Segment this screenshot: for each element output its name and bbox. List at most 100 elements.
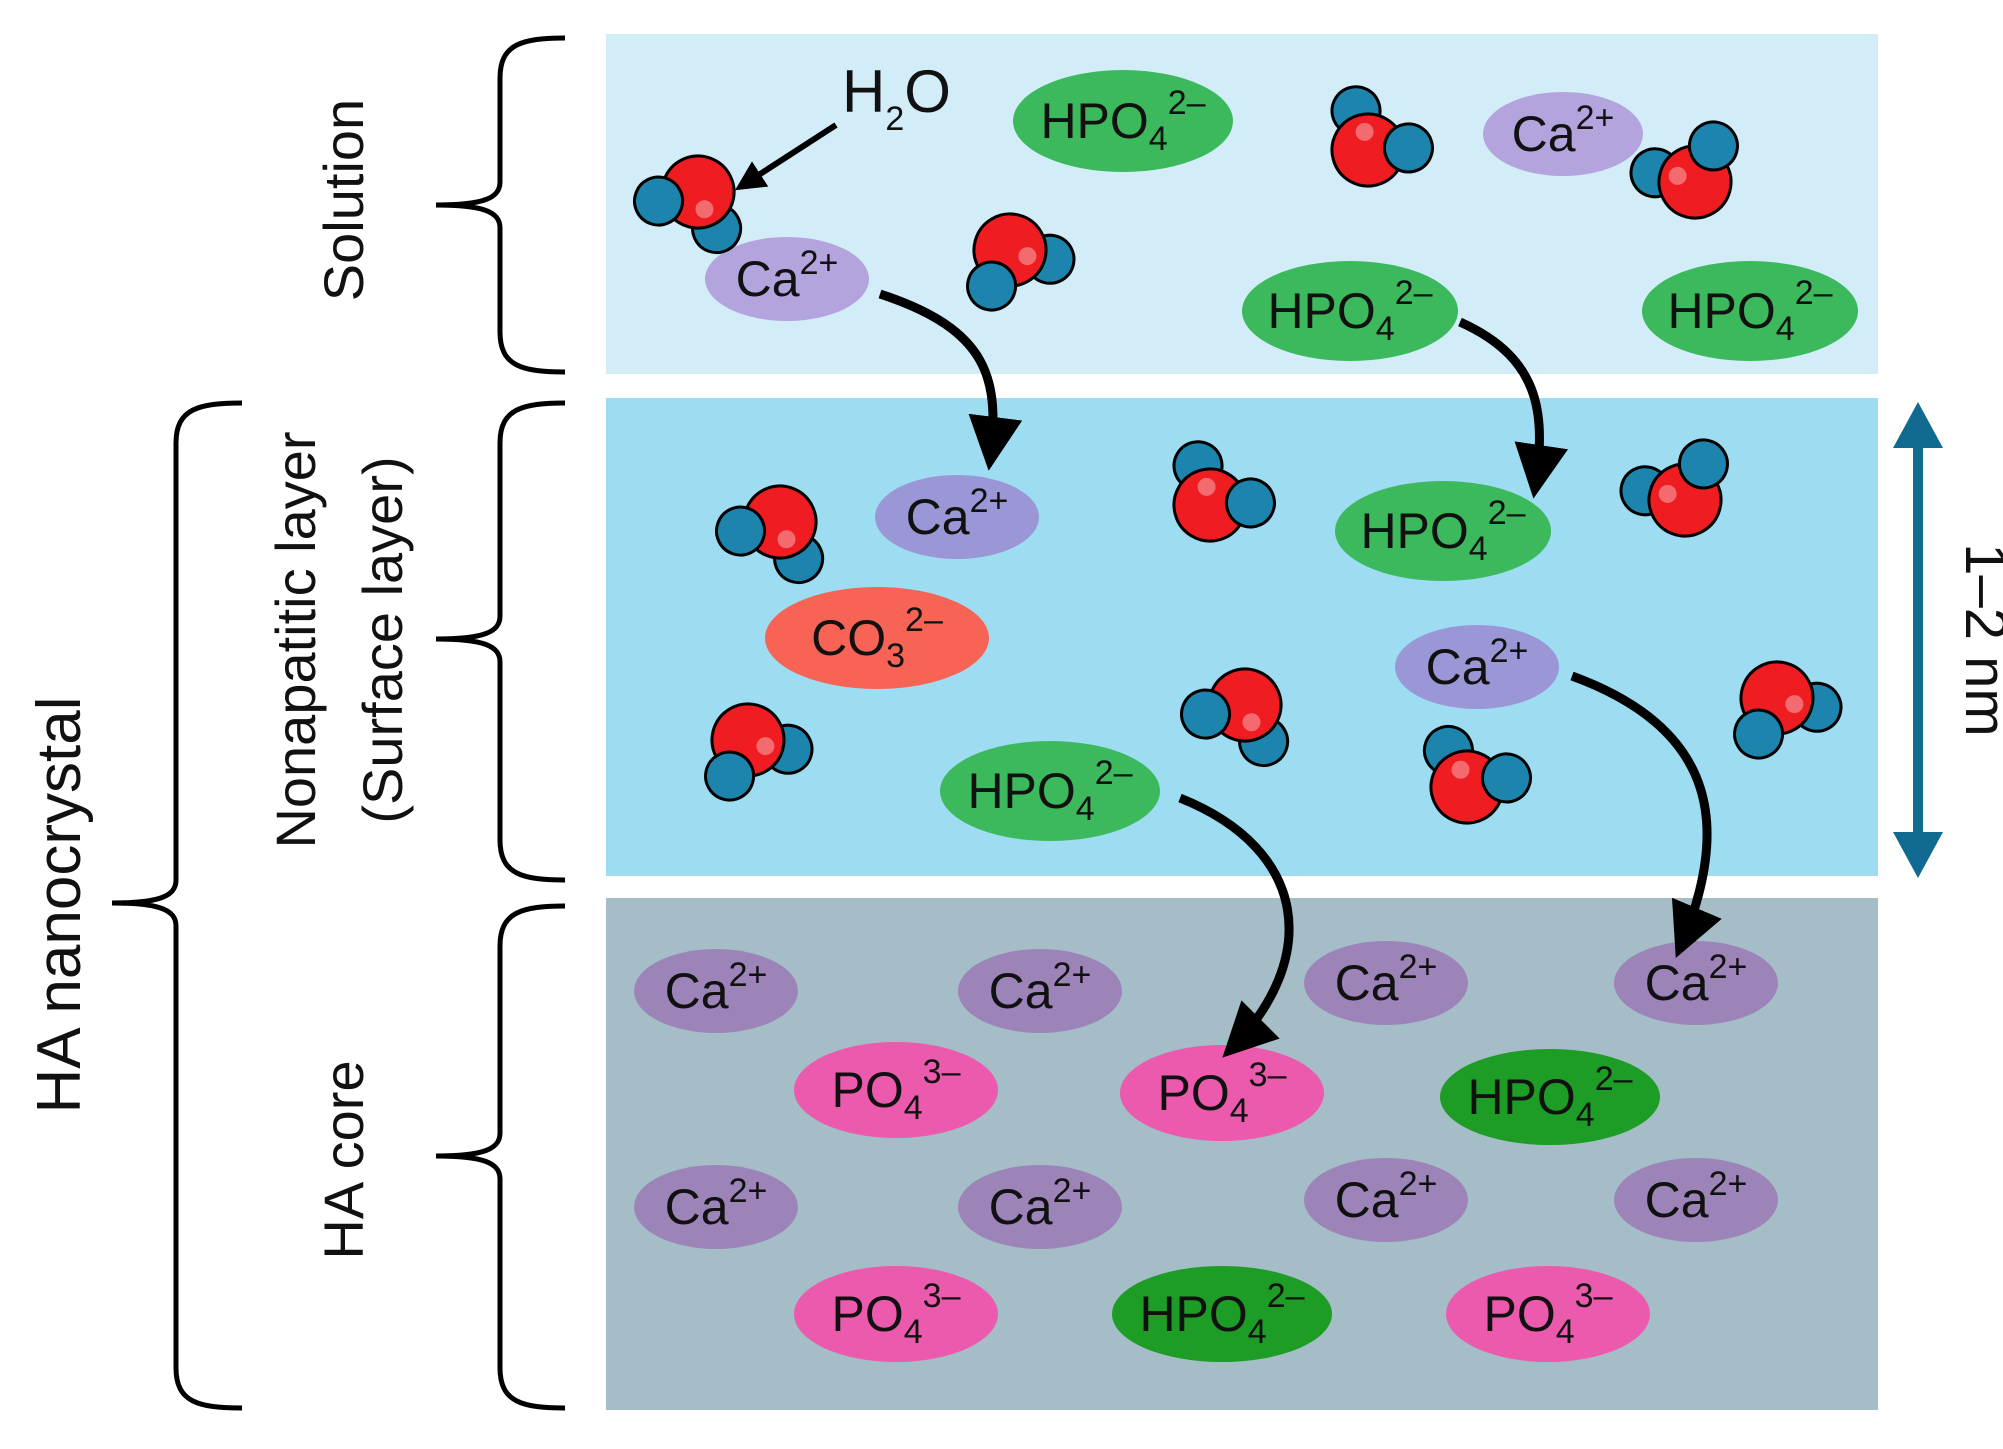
hpo4-ion: HPO42– xyxy=(1440,1049,1660,1145)
po4-ion: PO43– xyxy=(1120,1045,1324,1141)
ca-ion-label: Ca2+ xyxy=(1426,632,1529,695)
water-molecule xyxy=(1733,660,1843,760)
highlight xyxy=(777,530,796,549)
hydrogen-atom xyxy=(715,505,767,557)
highlight xyxy=(756,737,775,756)
ca-ion: Ca2+ xyxy=(958,1165,1122,1249)
highlight xyxy=(1451,760,1470,779)
hpo4-ion: HPO42– xyxy=(940,741,1160,841)
highlight xyxy=(695,200,714,219)
highlight xyxy=(1668,166,1687,185)
ca-ion-shape xyxy=(958,949,1122,1033)
water-molecule xyxy=(1330,85,1434,188)
po4-ion: PO43– xyxy=(1446,1266,1650,1362)
surface-layer-label: (Surface layer) xyxy=(351,456,414,823)
solution-brace xyxy=(435,35,566,375)
ca-to-core-arrow xyxy=(1570,671,1722,958)
hpo4-ion-label: HPO42– xyxy=(1667,274,1832,348)
ca-ion-shape xyxy=(1614,1158,1778,1242)
hpo4-ion-label: HPO42– xyxy=(1139,1277,1304,1351)
ca-ion: Ca2+ xyxy=(1304,1158,1468,1242)
water-molecule xyxy=(1629,120,1739,220)
ca-ion-label: Ca2+ xyxy=(665,1172,768,1235)
hpo4-ion-shape xyxy=(1335,481,1551,581)
hydrogen-atom xyxy=(1733,708,1785,760)
water-molecule xyxy=(704,702,814,802)
hpo4-ion: HPO42– xyxy=(1335,481,1551,581)
hydrogen-atom xyxy=(633,175,685,227)
thickness-arrow-bottom xyxy=(1893,832,1943,878)
braces xyxy=(111,35,566,1411)
water-molecule xyxy=(1422,724,1532,825)
highlight xyxy=(1018,247,1037,266)
hydrogen-atom xyxy=(1677,438,1729,490)
ca-ion-shape xyxy=(958,1165,1122,1249)
hpo4-ion-label: HPO42– xyxy=(1267,274,1432,348)
po4-ion: PO43– xyxy=(794,1042,998,1138)
hpo4-ion: HPO42– xyxy=(1242,261,1458,361)
nonapatitic-layer-label: Nonapatitic layer xyxy=(264,431,327,848)
ca-ion: Ca2+ xyxy=(705,237,869,321)
ca-ion: Ca2+ xyxy=(1614,1158,1778,1242)
water-molecule xyxy=(1172,440,1276,543)
water-molecules xyxy=(633,85,1843,825)
hydrogen-atom xyxy=(1687,120,1739,172)
ca-ion-shape xyxy=(1304,1158,1468,1242)
ca-ion-label: Ca2+ xyxy=(1335,948,1438,1011)
hpo4-ion: HPO42– xyxy=(1112,1266,1332,1362)
ca-ion-label: Ca2+ xyxy=(906,482,1009,545)
ca-ion-label: Ca2+ xyxy=(1512,99,1615,162)
hydrogen-atom xyxy=(966,260,1018,312)
ha-core-label: HA core xyxy=(312,1060,375,1259)
po4-ion-shape xyxy=(1446,1266,1650,1362)
po4-ion-label: PO43– xyxy=(1158,1056,1287,1130)
ca-ion-shape xyxy=(1395,625,1559,709)
co3-ion: CO32– xyxy=(765,587,989,689)
po4-ion-label: PO43– xyxy=(832,1277,961,1351)
water-molecule xyxy=(633,154,743,255)
hydrogen-atom xyxy=(1180,688,1232,740)
co3-ion-label: CO32– xyxy=(811,601,943,675)
ca-ion-shape xyxy=(705,237,869,321)
core-brace xyxy=(435,903,566,1411)
highlight xyxy=(1785,695,1804,714)
water-molecule xyxy=(966,212,1076,312)
ca-ion: Ca2+ xyxy=(1483,92,1643,176)
hpo4-ion-shape xyxy=(1112,1266,1332,1362)
ca-ion-shape xyxy=(1614,941,1778,1025)
ca-ion: Ca2+ xyxy=(958,949,1122,1033)
hpo4-ion-shape xyxy=(940,741,1160,841)
highlight xyxy=(1658,484,1677,503)
ca-ion-label: Ca2+ xyxy=(665,956,768,1019)
po4-ion: PO43– xyxy=(794,1266,998,1362)
ca-ion-label: Ca2+ xyxy=(989,1172,1092,1235)
hpo4-ion: HPO42– xyxy=(1642,261,1858,361)
water-molecule xyxy=(1619,438,1729,538)
thickness-indicator: 1–2 nm xyxy=(1893,402,2003,878)
hpo4-to-surface-arrow xyxy=(1458,317,1568,499)
ca-ion-label: Ca2+ xyxy=(736,244,839,307)
solution-label: Solution xyxy=(312,99,375,301)
po4-ion-shape xyxy=(1120,1045,1324,1141)
water-label: H2O xyxy=(842,58,951,138)
thickness-label: 1–2 nm xyxy=(1953,543,2003,736)
hpo4-ion-label: HPO42– xyxy=(1360,494,1525,568)
ca-ion: Ca2+ xyxy=(1614,941,1778,1025)
surface-brace xyxy=(435,400,566,883)
ca-to-surface-arrow xyxy=(878,289,1023,471)
ca-ion: Ca2+ xyxy=(1304,941,1468,1025)
hpo4-ion: HPO42– xyxy=(1013,70,1233,172)
hpo4-ion-shape xyxy=(1013,70,1233,172)
ha-nanocrystal-label: HA nanocrystal xyxy=(25,697,94,1114)
po4-ion-shape xyxy=(794,1042,998,1138)
hydrogen-atom xyxy=(704,750,756,802)
ca-ion-shape xyxy=(875,475,1039,559)
ca-ion-shape xyxy=(1304,941,1468,1025)
po4-ion-label: PO43– xyxy=(1484,1277,1613,1351)
hydrogen-atom xyxy=(1382,122,1434,174)
hpo4-ion-label: HPO42– xyxy=(1467,1060,1632,1134)
highlight xyxy=(1355,122,1374,141)
water-molecule xyxy=(715,484,825,585)
